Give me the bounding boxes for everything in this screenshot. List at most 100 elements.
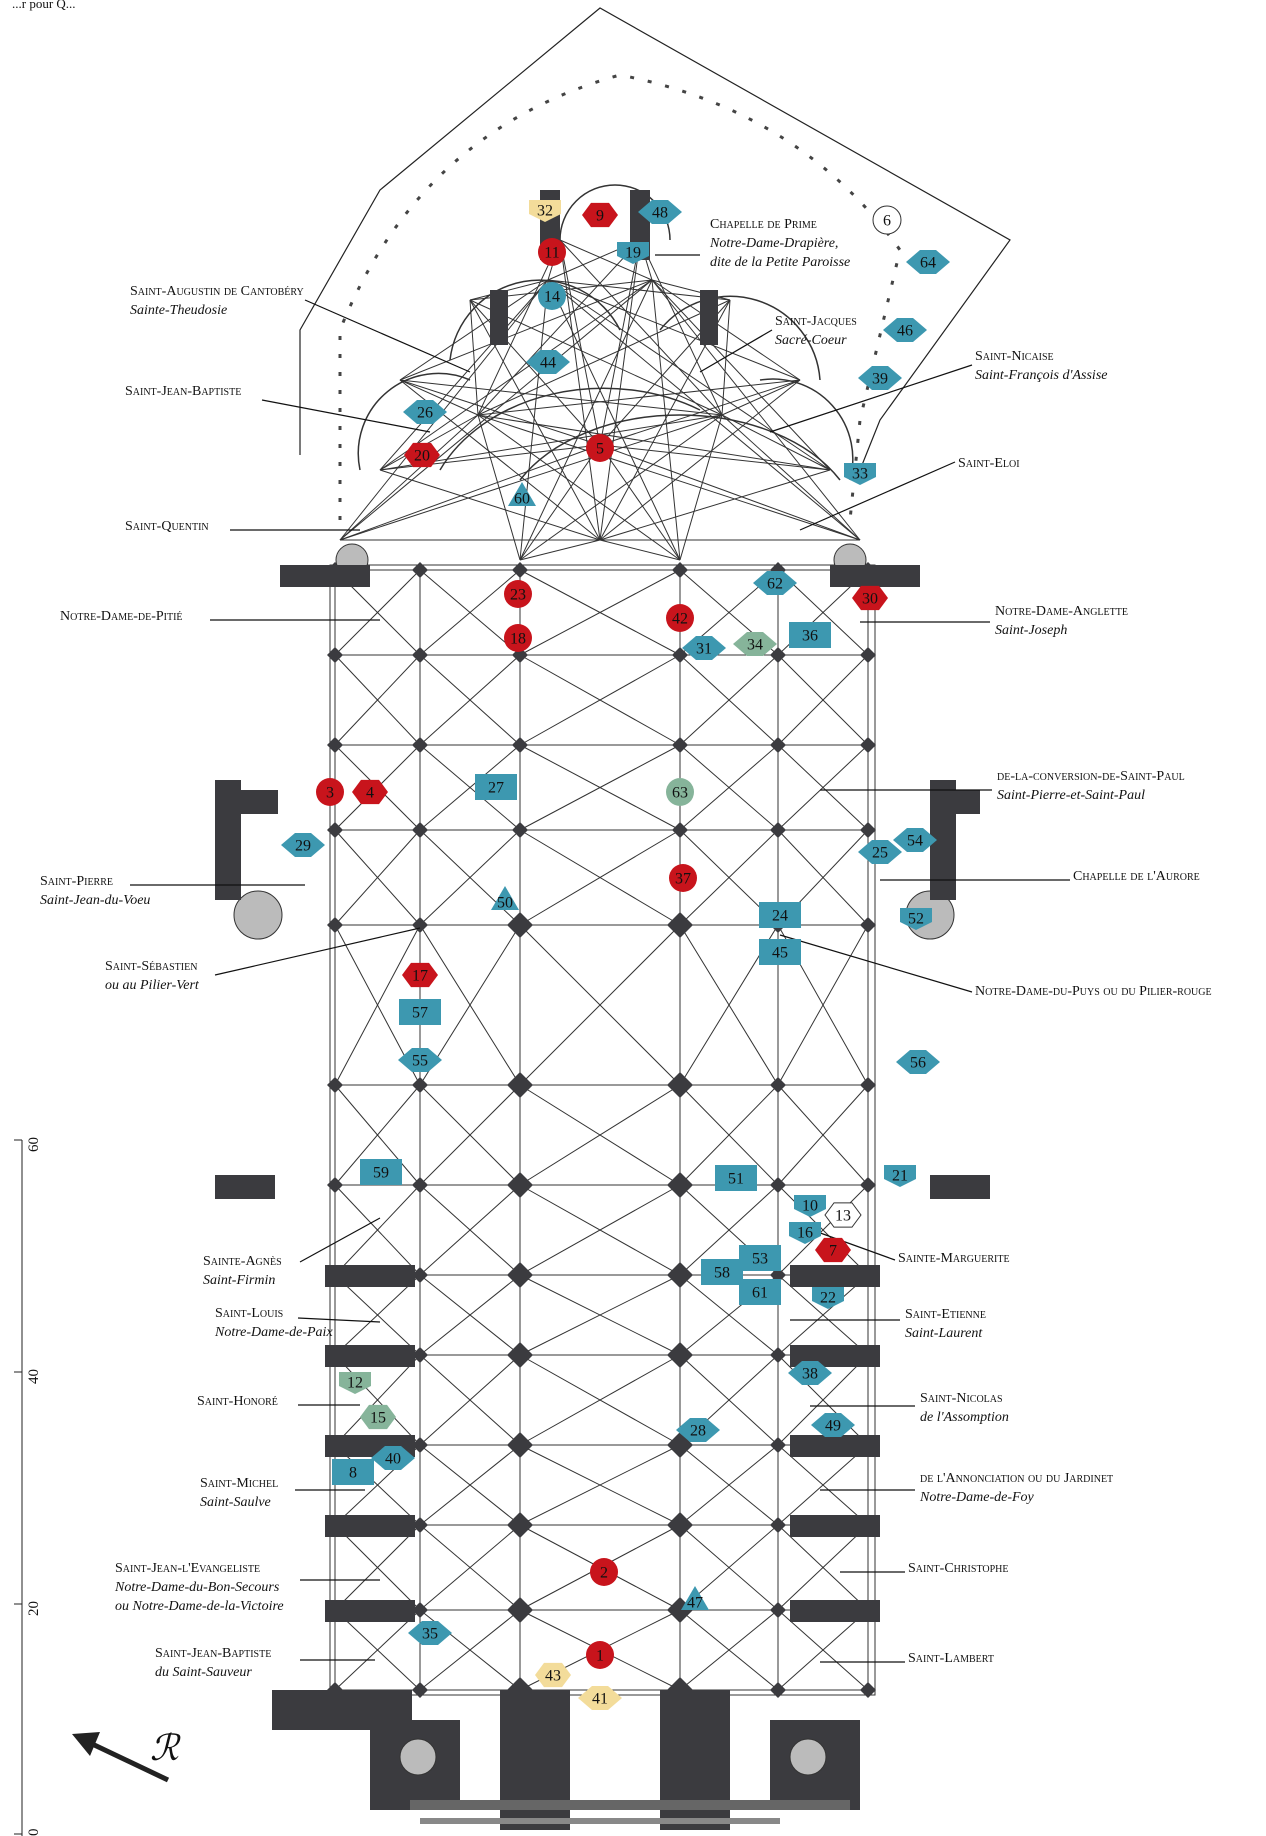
marker-20: 20 — [404, 442, 440, 468]
marker-47: 47 — [681, 1586, 709, 1612]
chapel-label-nicaise-line-1: Saint-Nicaise — [975, 349, 1054, 364]
marker-26: 26 — [403, 400, 447, 424]
marker-6: 6 — [872, 205, 902, 235]
chapel-label-pitie-line-1: Notre-Dame-de-Pitié — [60, 609, 183, 624]
marker-label-1: 1 — [596, 1648, 604, 1665]
marker-label-14: 14 — [544, 289, 560, 306]
chapel-label-prime-line-1: Chapelle de Prime — [710, 217, 817, 232]
leader-line-augustin — [304, 299, 471, 373]
marker-label-6: 6 — [883, 213, 891, 230]
marker-38: 38 — [788, 1361, 832, 1385]
marker-8: 8 — [332, 1459, 374, 1485]
leader-line-marguerite — [811, 1229, 896, 1261]
marker-label-54: 54 — [907, 833, 923, 850]
chapel-label-evangeliste-line-1: Saint-Jean-l'Evangeliste — [115, 1561, 260, 1576]
marker-48: 48 — [638, 200, 682, 224]
marker-58: 58 — [701, 1259, 743, 1285]
marker-51: 51 — [715, 1165, 757, 1191]
marker-14: 14 — [538, 282, 566, 310]
marker-label-7: 7 — [829, 1243, 837, 1260]
marker-27: 27 — [475, 774, 517, 800]
marker-7: 7 — [815, 1237, 851, 1263]
chapel-label-augustin-line-1: Saint-Augustin de Cantobéry — [130, 284, 304, 299]
marker-label-17: 17 — [412, 968, 428, 985]
chapel-label-quentin-line-1: Saint-Quentin — [125, 519, 209, 534]
marker-label-5: 5 — [596, 441, 604, 458]
chapel-label-lambert-line-1: Saint-Lambert — [908, 1651, 994, 1666]
marker-31: 31 — [682, 636, 726, 660]
marker-16: 16 — [789, 1222, 821, 1244]
marker-label-2: 2 — [600, 1565, 608, 1582]
marker-57: 57 — [399, 999, 441, 1025]
chapel-label-prime-line-3: dite de la Petite Paroisse — [710, 255, 850, 270]
buttresses — [215, 190, 990, 1622]
marker-9: 9 — [582, 202, 618, 228]
marker-34: 34 — [733, 632, 777, 656]
marker-44: 44 — [526, 350, 570, 374]
marker-label-28: 28 — [690, 1423, 706, 1440]
chapel-label-nicaise-line-2: Saint-François d'Assise — [975, 368, 1108, 383]
marker-2: 2 — [590, 1558, 618, 1586]
marker-60: 60 — [508, 482, 536, 508]
marker-label-15: 15 — [370, 1410, 386, 1427]
marker-label-31: 31 — [696, 641, 712, 658]
header-fragment: ...r pour Q... — [12, 0, 76, 11]
marker-33: 33 — [844, 463, 876, 485]
marker-11: 11 — [538, 238, 566, 266]
marker-label-8: 8 — [349, 1465, 357, 1482]
stair-turrets — [233, 543, 955, 1776]
leader-line-puys — [779, 934, 973, 993]
marker-53: 53 — [739, 1245, 781, 1271]
marker-55: 55 — [398, 1048, 442, 1072]
marker-label-27: 27 — [488, 780, 504, 797]
chapel-label-sauveur-line-2: du Saint-Sauveur — [155, 1665, 252, 1680]
marker-label-55: 55 — [412, 1053, 428, 1070]
chevet-enclosure — [299, 7, 1011, 471]
marker-41: 41 — [578, 1686, 622, 1710]
scale-tick-60: 60 — [26, 1137, 42, 1152]
marker-label-48: 48 — [652, 205, 668, 222]
apse-vault-lines — [339, 239, 861, 561]
chapel-label-eloi-line-1: Saint-Eloi — [958, 456, 1020, 471]
marker-36: 36 — [789, 622, 831, 648]
chapel-label-jean-baptiste-line-1: Saint-Jean-Baptiste — [125, 384, 241, 399]
label-leader-lines — [130, 254, 1070, 1663]
marker-label-13: 13 — [835, 1208, 851, 1225]
marker-label-23: 23 — [510, 587, 526, 604]
marker-28: 28 — [676, 1418, 720, 1442]
marker-label-56: 56 — [910, 1055, 926, 1072]
marker-3: 3 — [316, 778, 344, 806]
west-facade — [272, 1690, 860, 1830]
marker-label-18: 18 — [510, 631, 526, 648]
chapel-label-annonciation-line-2: Notre-Dame-de-Foy — [919, 1490, 1035, 1505]
marker-label-41: 41 — [592, 1691, 608, 1708]
marker-label-52: 52 — [908, 911, 924, 928]
chapel-label-aurore-line-1: Chapelle de l'Aurore — [1073, 869, 1200, 884]
marker-52: 52 — [900, 908, 932, 930]
marker-label-42: 42 — [672, 611, 688, 628]
apse-chapels — [357, 184, 854, 481]
chapel-label-christophe-line-1: Saint-Christophe — [908, 1561, 1009, 1576]
marker-59: 59 — [360, 1159, 402, 1185]
chapel-label-pierre-line-1: Saint-Pierre — [40, 874, 113, 889]
chapel-label-agnes-line-2: Saint-Firmin — [203, 1273, 275, 1288]
marker-4: 4 — [352, 779, 388, 805]
marker-30: 30 — [852, 585, 888, 611]
marker-label-21: 21 — [892, 1168, 908, 1185]
marker-50: 50 — [491, 886, 519, 912]
marker-label-12: 12 — [347, 1375, 363, 1392]
chapel-label-puys-line-1: Notre-Dame-du-Puys ou du Pilier-rouge — [975, 984, 1212, 999]
marker-label-62: 62 — [767, 576, 783, 593]
chapel-label-prime-line-2: Notre-Dame-Drapière, — [709, 236, 838, 251]
marker-label-9: 9 — [596, 208, 604, 225]
chapel-label-jacques-line-1: Saint-Jacques — [775, 314, 857, 329]
leader-line-nicaise — [769, 364, 973, 433]
marker-13: 13 — [824, 1202, 862, 1228]
chapel-label-augustin-line-2: Sainte-Theudosie — [130, 303, 227, 318]
scale-tick-40: 40 — [26, 1369, 42, 1384]
scale-bar: 0 20 40 60 — [14, 1137, 42, 1836]
marker-label-44: 44 — [540, 355, 556, 372]
north-arrow: ℛ — [72, 1728, 181, 1783]
chapel-label-sauveur-line-1: Saint-Jean-Baptiste — [155, 1646, 271, 1661]
